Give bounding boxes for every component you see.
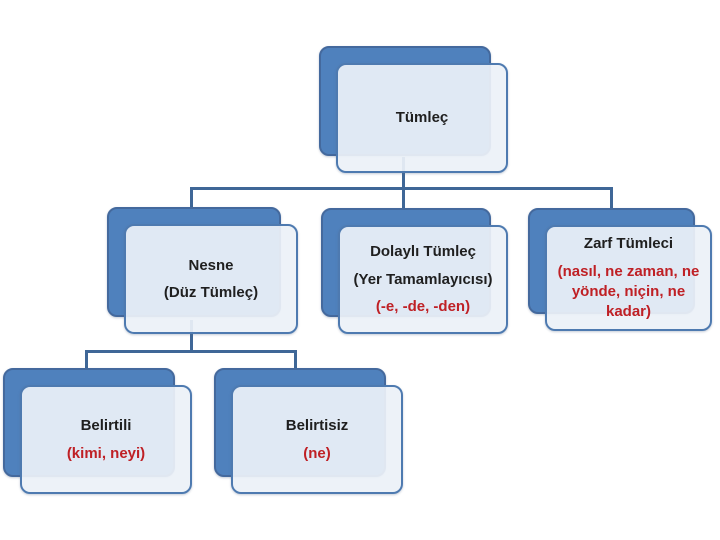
connector-nesne-stem: [190, 320, 193, 353]
node-text-suffixes: (-e, -de, -den): [375, 298, 471, 316]
node-text: Nesne: [188, 256, 234, 274]
node-card: Tümleç: [336, 63, 508, 173]
node-nesne: Nesne (Düz Tümleç): [107, 207, 298, 334]
node-belirtili: Belirtili (kimi, neyi): [3, 368, 192, 494]
node-text-questions: (kimi, neyi): [66, 444, 146, 462]
node-text: (Düz Tümleç): [163, 284, 259, 301]
connector-drop-belirtili: [85, 350, 88, 370]
connector-drop-zarf: [610, 187, 613, 210]
connector-drop-nesne: [190, 187, 193, 210]
node-card: Nesne (Düz Tümleç): [124, 224, 298, 334]
node-tumlec: Tümleç: [319, 46, 508, 173]
node-text: (Yer Tamamlayıcısı): [353, 270, 493, 288]
node-text: Belirtisiz: [285, 417, 349, 434]
node-card: Zarf Tümleci (nasıl, ne zaman, ne yönde,…: [545, 225, 712, 331]
connector-drop-belirtisiz: [294, 350, 297, 370]
node-dolayli-tumlec: Dolaylı Tümleç (Yer Tamamlayıcısı) (-e, …: [321, 208, 508, 334]
connector-tumlec-stem: [402, 157, 405, 190]
node-text: Belirtili: [80, 417, 132, 434]
node-card: Dolaylı Tümleç (Yer Tamamlayıcısı) (-e, …: [338, 225, 508, 334]
node-belirtisiz: Belirtisiz (ne): [214, 368, 403, 494]
node-text-questions: (ne): [303, 444, 331, 462]
node-text-questions: (nasıl, ne zaman, ne yönde, niçin, ne ka…: [557, 262, 700, 320]
node-text: Dolaylı Tümleç: [370, 243, 476, 261]
node-card: Belirtisiz (ne): [231, 385, 403, 494]
connector-nesne-bus: [85, 350, 297, 353]
connector-tumlec-bus: [190, 187, 613, 190]
node-card: Belirtili (kimi, neyi): [20, 385, 192, 494]
node-zarf-tumleci: Zarf Tümleci (nasıl, ne zaman, ne yönde,…: [528, 208, 712, 331]
node-text: Zarf Tümleci: [583, 235, 674, 253]
node-text: Tümleç: [395, 109, 449, 127]
connector-drop-dolayli: [402, 187, 405, 210]
